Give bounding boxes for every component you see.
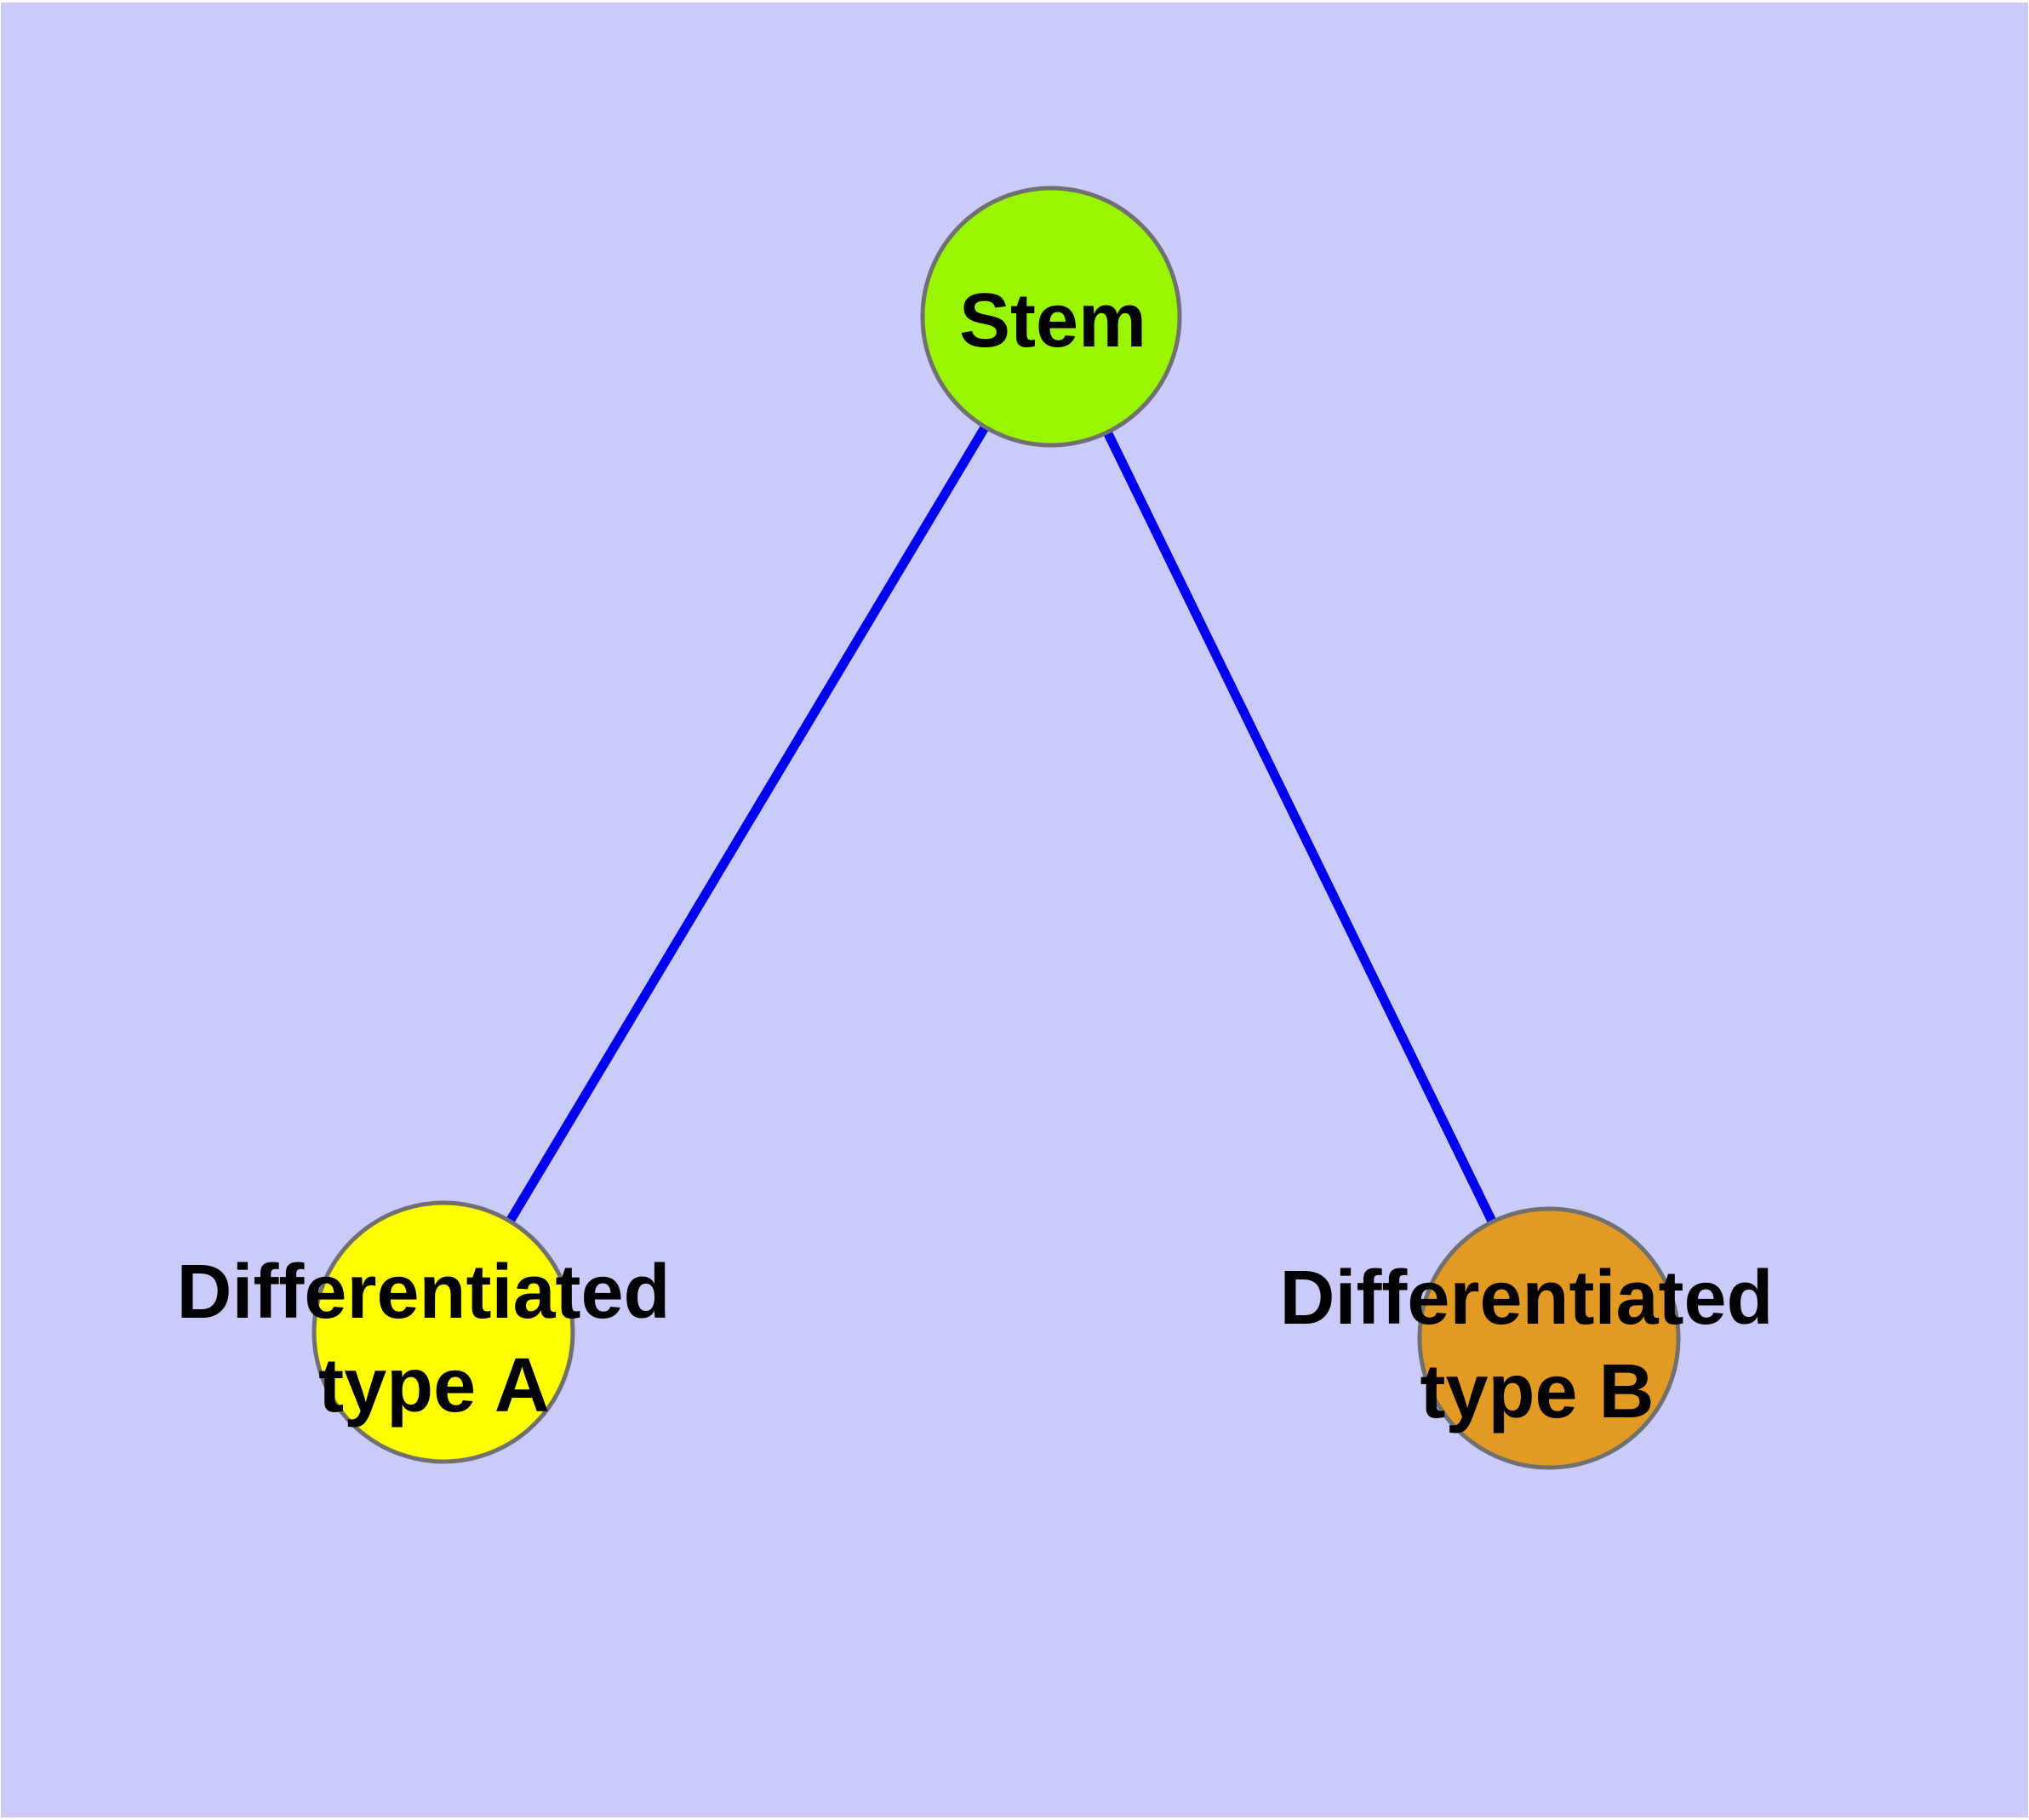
node-type-a-label-line1: Differentiated xyxy=(176,1250,670,1335)
node-type-b-label-line2: type B xyxy=(1420,1349,1654,1434)
node-type-a-label-line2: type A xyxy=(318,1343,550,1428)
node-type-b-label-line1: Differentiated xyxy=(1279,1256,1773,1341)
node-type-b xyxy=(1417,1206,1681,1470)
edge-stem-to-type-a xyxy=(439,314,1055,1335)
node-stem-label: Stem xyxy=(959,278,1146,363)
node-type-b-label: Differentiated type B xyxy=(1279,1256,1794,1434)
edge-stem-to-type-b xyxy=(1047,314,1553,1341)
node-stem xyxy=(920,186,1182,448)
node-type-a-label: Differentiated type A xyxy=(176,1250,691,1428)
node-type-a xyxy=(311,1200,575,1464)
